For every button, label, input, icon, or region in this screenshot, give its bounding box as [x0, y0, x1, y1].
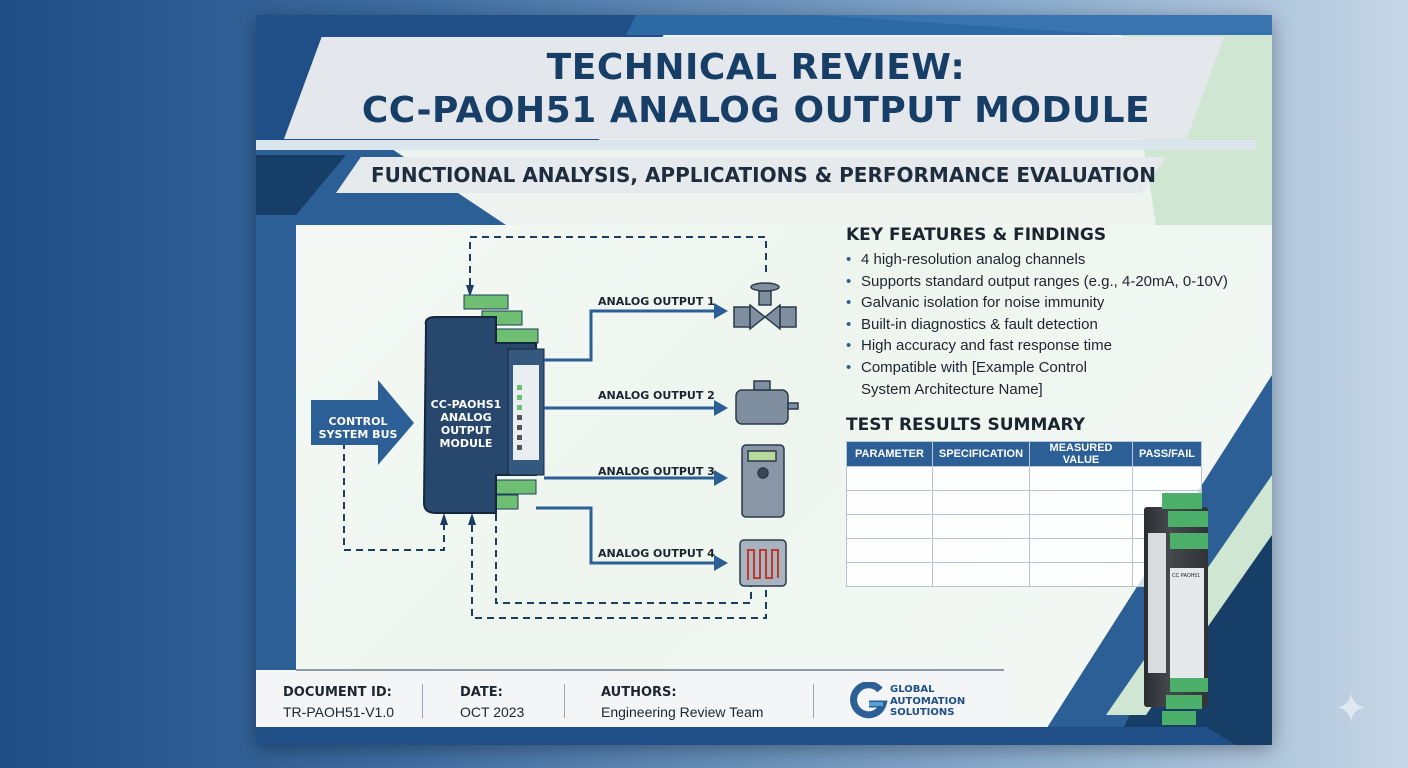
date-label: DATE:: [460, 685, 503, 700]
feedback-line-1: [469, 236, 767, 285]
company-name-line: AUTOMATION: [890, 695, 966, 707]
module-body: [422, 294, 545, 514]
document-id: DOCUMENT ID: TR-PAOH51-V1.0: [283, 685, 394, 720]
feature-item: 4 high-resolution analog channels: [846, 249, 1236, 271]
features-heading: KEY FEATURES & FINDINGS: [846, 225, 1107, 245]
feedback-line-4: [471, 525, 767, 619]
document-date: DATE: OCT 2023: [460, 685, 524, 720]
output-label-4: ANALOG OUTPUT 4: [598, 547, 715, 560]
title-banner: [284, 37, 1224, 139]
motor-icon: [735, 380, 799, 425]
feature-item: Built-in diagnostics & fault detection: [846, 314, 1236, 336]
module-label-line: ANALOG: [440, 411, 491, 424]
page-title: TECHNICAL REVIEW:CC-PAOH51 ANALOG OUTPUT…: [276, 46, 1236, 132]
col-specification: SPECIFICATION: [931, 441, 1031, 467]
footer-separator: [564, 684, 565, 718]
document-id-label: DOCUMENT ID:: [283, 685, 392, 700]
heater-icon: [739, 539, 787, 587]
results-table: PARAMETER SPECIFICATION MEASURED VALUE P…: [846, 441, 1203, 587]
terminal-block: [1166, 695, 1202, 709]
module-label-line: OUTPUT: [441, 424, 492, 437]
output-label-3: ANALOG OUTPUT 3: [598, 465, 715, 478]
title-line-2: CC-PAOH51 ANALOG OUTPUT MODULE: [361, 90, 1151, 131]
footer-separator: [422, 684, 423, 718]
bus-label-2: SYSTEM BUS: [319, 428, 398, 441]
page-subtitle: FUNCTIONAL ANALYSIS, APPLICATIONS & PERF…: [371, 163, 1156, 187]
control-bus-arrow: [311, 380, 414, 465]
table-row: [846, 490, 1203, 515]
system-diagram: CONTROL SYSTEM BUS CC-PAOHS1 ANALOG OUTP…: [311, 236, 799, 619]
feature-item: Supports standard output ranges (e.g., 4…: [846, 271, 1236, 293]
drive-icon: [741, 444, 785, 518]
output-label-1: ANALOG OUTPUT 1: [598, 295, 715, 308]
product-front-panel: [1170, 568, 1204, 678]
company-logo-icon: [850, 682, 888, 719]
output-arrowheads: [714, 303, 728, 571]
authors-label: AUTHORS:: [601, 685, 677, 700]
company-name-line: SOLUTIONS: [890, 707, 955, 718]
results-heading: TEST RESULTS SUMMARY: [846, 415, 1086, 435]
feature-item: Galvanic isolation for noise immunity: [846, 292, 1236, 314]
footer-divider: [296, 669, 1004, 671]
product-photo: CC PAOH51: [1140, 493, 1212, 725]
footer-separator: [813, 684, 814, 718]
product-side-label: [1148, 533, 1166, 673]
subtitle-banner: [336, 157, 1166, 193]
table-row: [846, 466, 1203, 491]
feature-item: High accuracy and fast response time: [846, 335, 1236, 357]
col-parameter: PARAMETER: [846, 441, 933, 467]
bus-label-1: CONTROL: [329, 415, 388, 428]
date-value: OCT 2023: [460, 704, 525, 720]
terminal-block: [1162, 493, 1202, 509]
feature-item: Compatible with [Example Control System …: [846, 357, 1106, 400]
output-lines: [536, 309, 716, 565]
module-label-line: MODULE: [440, 437, 493, 450]
document-authors: AUTHORS: Engineering Review Team: [601, 685, 763, 720]
col-pass-fail: PASS/FAIL: [1131, 441, 1203, 467]
valve-icon: [733, 282, 797, 331]
feedback-line-2: [343, 430, 445, 551]
terminal-block: [1170, 678, 1208, 692]
slide: TECHNICAL REVIEW:CC-PAOH51 ANALOG OUTPUT…: [256, 15, 1272, 745]
product-label: CC PAOH51: [1172, 573, 1200, 579]
terminal-block: [1162, 711, 1196, 725]
title-line-1: TECHNICAL REVIEW:: [546, 47, 966, 88]
authors-value: Engineering Review Team: [601, 704, 764, 720]
sparkle-icon: ✦: [1334, 687, 1368, 731]
document-id-value: TR-PAOH51-V1.0: [283, 704, 394, 720]
output-label-2: ANALOG OUTPUT 2: [598, 389, 715, 402]
module-label-line: CC-PAOHS1: [431, 398, 502, 411]
terminal-block: [1168, 511, 1208, 527]
col-measured-value: MEASURED VALUE: [1029, 441, 1133, 467]
terminal-block: [1170, 533, 1208, 549]
company-name-line: GLOBAL: [890, 684, 935, 695]
features-list: 4 high-resolution analog channels Suppor…: [846, 249, 1236, 400]
